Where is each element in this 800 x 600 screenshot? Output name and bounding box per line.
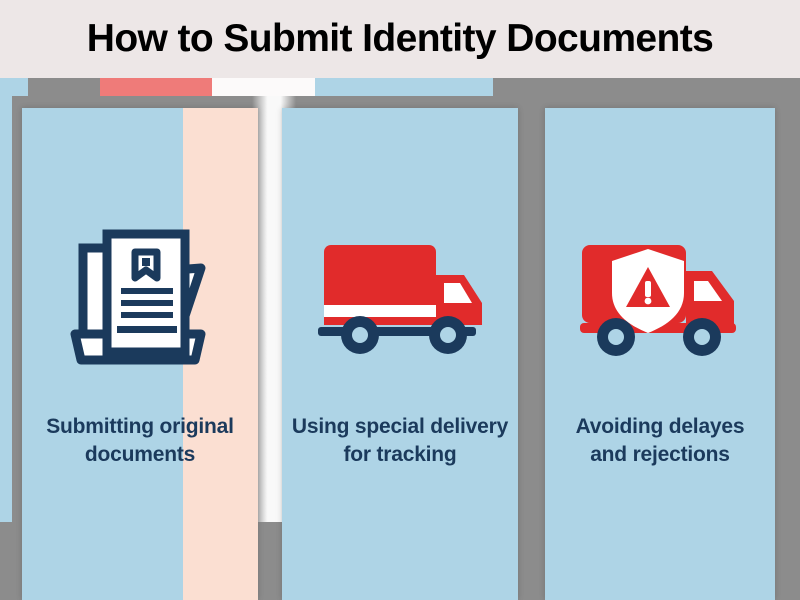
card-caption-line: for tracking: [343, 443, 457, 466]
card-avoiding-delays[interactable]: Avoiding delayes and rejections: [545, 108, 775, 600]
card-caption-line: Submitting original: [46, 415, 234, 438]
card-submitting-documents[interactable]: Submitting original documents: [22, 108, 258, 600]
card-caption: Using special delivery for tracking: [282, 413, 518, 469]
card-special-delivery[interactable]: Using special delivery for tracking: [282, 108, 518, 600]
band-segment: [493, 78, 800, 96]
card-caption-line: Using special delivery: [291, 415, 509, 438]
band-segment: [0, 78, 28, 96]
delivery-truck-icon: [282, 226, 518, 376]
band-segment: [315, 78, 493, 96]
card-caption-line: Avoiding delayes: [575, 415, 745, 438]
card-caption: Avoiding delayes and rejections: [545, 413, 775, 469]
band-segment: [212, 78, 315, 96]
card-caption-line: and rejections: [590, 443, 730, 466]
left-edge-blue-sliver: [0, 0, 12, 522]
title-banner: How to Submit Identity Documents: [0, 0, 800, 78]
card-caption-line: documents: [84, 443, 196, 466]
band-segment: [28, 78, 100, 96]
truck-shield-warning-icon: [545, 226, 775, 376]
page-title: How to Submit Identity Documents: [86, 17, 714, 60]
color-band: [0, 78, 800, 96]
documents-in-hand-icon: [22, 226, 258, 376]
band-segment: [100, 78, 212, 96]
card-caption: Submitting original documents: [22, 413, 258, 469]
